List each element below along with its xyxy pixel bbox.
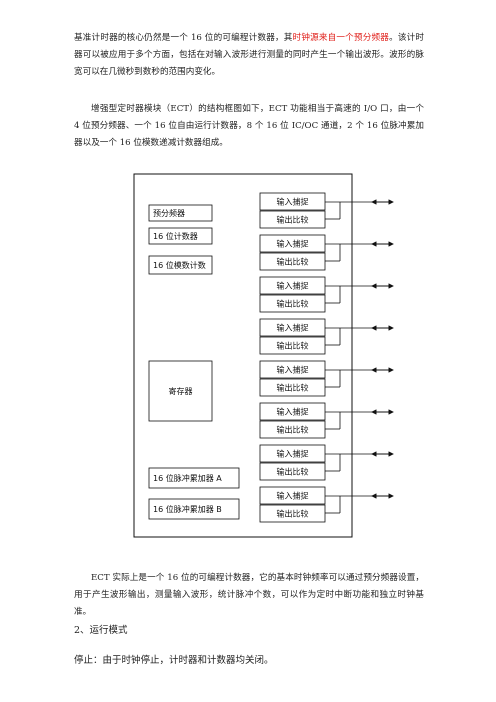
- input-capture-label: 输入捕捉: [277, 365, 309, 375]
- input-capture-label: 输入捕捉: [277, 407, 309, 417]
- prescaler-block-label: 预分频器: [153, 208, 185, 218]
- intro-text-start: 基准计时器的核心仍然是一个 16 位的可编程计数器，其: [74, 33, 293, 43]
- paragraph-ect-structure: 增强型定时器模块（ECT）的结构框图如下，ECT 功能相当于高速的 I/O 口，…: [74, 104, 424, 148]
- pulse-accumulator-a-block: 16 位脉冲累加器 A: [148, 467, 240, 489]
- register-block-label: 寄存器: [169, 386, 193, 396]
- input-capture-label: 输入捕捉: [277, 323, 309, 333]
- output-compare-label: 输出比较: [277, 425, 309, 435]
- output-compare-label: 输出比较: [277, 509, 309, 519]
- output-compare-label: 输出比较: [277, 215, 309, 225]
- paragraph-ect-summary: ECT 实际上是一个 16 位的可编程计数器，它的基本时钟频率可以通过预分频器设…: [74, 573, 424, 617]
- input-capture-label: 输入捕捉: [277, 449, 309, 459]
- pulse-accumulator-b-block-label: 16 位脉冲累加器 B: [153, 504, 222, 514]
- section-heading: 2、运行模式: [74, 625, 128, 636]
- output-compare-label: 输出比较: [277, 299, 309, 309]
- ect-module-border: [133, 173, 353, 538]
- paragraph-intro: 基准计时器的核心仍然是一个 16 位的可编程计数器，其时钟源来自一个预分频器。该…: [74, 30, 424, 81]
- input-capture-label: 输入捕捉: [277, 281, 309, 291]
- pulse-accumulator-b-block: 16 位脉冲累加器 B: [148, 498, 240, 520]
- register-block: 寄存器: [148, 360, 213, 422]
- intro-text-end: 。该计时器可以被应用于多个方面，包括在对输入波形进行测量的同时产生一个输出波形。…: [74, 33, 424, 77]
- modulus-counter-block: 16 位模数计数: [148, 255, 213, 275]
- input-capture-label: 输入捕捉: [277, 197, 309, 207]
- highlighted-text: 时钟源来自一个预分频器: [292, 33, 390, 43]
- prescaler-block: 预分频器: [148, 204, 213, 222]
- modulus-counter-block-label: 16 位模数计数: [153, 260, 206, 270]
- input-capture-label: 输入捕捉: [277, 239, 309, 249]
- counter-16bit-block: 16 位计数器: [148, 227, 213, 245]
- pulse-accumulator-a-block-label: 16 位脉冲累加器 A: [153, 473, 222, 483]
- stop-mode-text: 停止：由于时钟停止，计时器和计数器均关闭。: [74, 655, 274, 666]
- input-capture-label: 输入捕捉: [277, 491, 309, 501]
- output-compare-label: 输出比较: [277, 257, 309, 267]
- output-compare-label: 输出比较: [277, 341, 309, 351]
- output-compare-label: 输出比较: [277, 383, 309, 393]
- output-compare-label: 输出比较: [277, 467, 309, 477]
- counter-16bit-block-label: 16 位计数器: [153, 231, 198, 241]
